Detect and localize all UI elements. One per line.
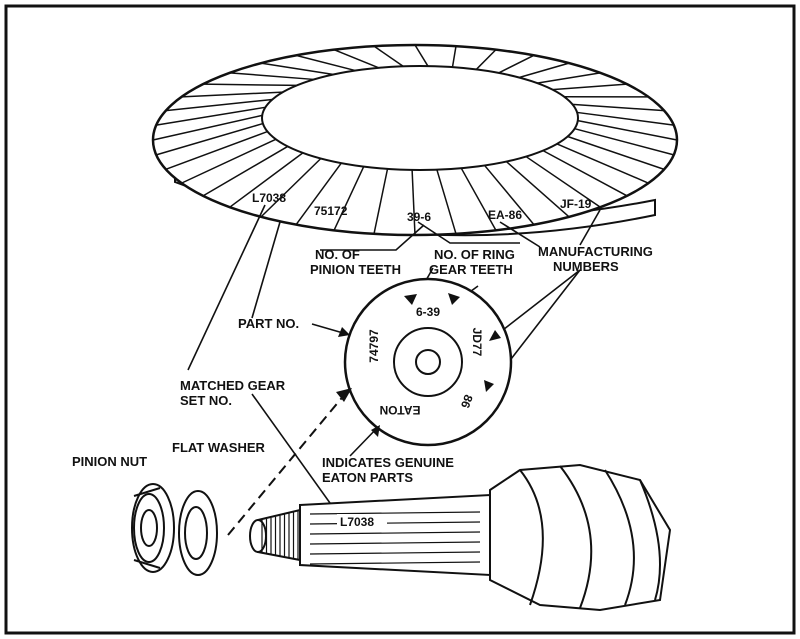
label-eaton-line2: EATON PARTS <box>322 470 413 485</box>
assembly-dashed-path <box>227 393 346 536</box>
spline-line <box>309 551 481 555</box>
ring-gear <box>151 43 679 237</box>
gear-tooth <box>484 164 535 226</box>
spline-line <box>309 561 481 565</box>
gear-tooth <box>295 162 342 226</box>
gear-tooth <box>373 168 389 234</box>
gear-tooth <box>436 169 457 235</box>
gear-tooth <box>572 103 665 112</box>
gear-tooth <box>260 62 334 76</box>
label-mfg-numbers-line2: NUMBERS <box>553 259 619 274</box>
gear-tooth <box>577 119 678 141</box>
gear-tooth <box>295 54 356 72</box>
ring-gear-set-no: L7038 <box>252 191 286 205</box>
gear-tooth <box>460 167 497 231</box>
label-matched-set-line1: MATCHED GEAR <box>180 378 286 393</box>
label-ring-teeth-line1: NO. OF RING <box>434 247 515 262</box>
label-eaton-line1: INDICATES GENUINE <box>322 455 454 470</box>
ring-gear-part-no: 75172 <box>314 204 348 218</box>
disc-brand: EATON <box>380 403 421 417</box>
label-pinion-teeth-line1: NO. OF <box>315 247 360 262</box>
gear-tooth <box>373 45 404 67</box>
label-ring-teeth-line2: GEAR TEETH <box>429 262 513 277</box>
ring-gear-mfg-number-2: JF-19 <box>560 197 592 211</box>
gear-tooth <box>165 98 273 112</box>
gear-tooth <box>475 49 497 70</box>
gear-tooth <box>260 157 322 218</box>
gear-tooth <box>574 127 674 156</box>
gear-tooth <box>498 54 535 74</box>
gear-tooth <box>156 122 264 156</box>
gear-tooth <box>333 48 380 69</box>
label-part-no: PART NO. <box>238 316 299 331</box>
label-flat-washer: FLAT WASHER <box>172 440 266 455</box>
gear-tooth <box>414 44 429 67</box>
gear-tooth <box>203 83 297 87</box>
gear-tooth <box>156 106 266 126</box>
label-matched-set-line2: SET NO. <box>180 393 232 408</box>
gear-tooth <box>152 114 263 141</box>
gear-tooth <box>518 62 570 79</box>
gear-tooth <box>525 155 601 208</box>
gear-tooth <box>537 72 601 84</box>
gear-tooth <box>165 130 268 171</box>
gear-tooth <box>229 72 315 81</box>
pinion-nut <box>131 483 175 573</box>
gear-tooth <box>451 46 457 68</box>
gear-tooth <box>333 166 365 231</box>
callout-labels: NO. OF PINION TEETH NO. OF RING GEAR TEE… <box>72 244 653 485</box>
spline-line <box>309 511 481 515</box>
gear-tooth <box>229 152 304 208</box>
gear-tooth <box>576 111 674 126</box>
pinion-set-no: L7038 <box>340 515 374 529</box>
label-pinion-nut: PINION NUT <box>72 454 147 469</box>
pinion-face-disc: 6-39 74797 JD77 86 EATON <box>343 277 513 447</box>
disc-part-no: 74797 <box>367 329 381 363</box>
flat-washer <box>178 490 218 576</box>
gear-tooth <box>181 138 277 184</box>
gear-tooth <box>556 143 649 184</box>
disc-ratio: 6-39 <box>416 305 440 319</box>
gear-tooth <box>567 135 665 171</box>
gear-tooth <box>202 145 289 197</box>
gear-tooth <box>411 169 416 236</box>
label-pinion-teeth-line2: PINION TEETH <box>310 262 401 277</box>
ring-gear-mfg-number-1: EA-86 <box>488 208 522 222</box>
spline-line <box>309 541 481 545</box>
ring-gear-markings: L7038 75172 39-6 EA-86 JF-19 <box>252 191 592 224</box>
disc-mfg-number-2: 86 <box>458 393 476 411</box>
ring-gear-ratio: 39-6 <box>407 210 431 224</box>
gear-tooth <box>552 83 628 91</box>
disc-mfg-number-1: JD77 <box>470 328 484 357</box>
gear-tooth <box>542 149 628 197</box>
spline-line <box>309 531 481 535</box>
gear-tooth <box>505 160 570 218</box>
pinion-gear: L7038 <box>249 463 672 612</box>
label-mfg-numbers-line1: MANUFACTURING <box>538 244 653 259</box>
gear-tooth <box>181 91 284 98</box>
